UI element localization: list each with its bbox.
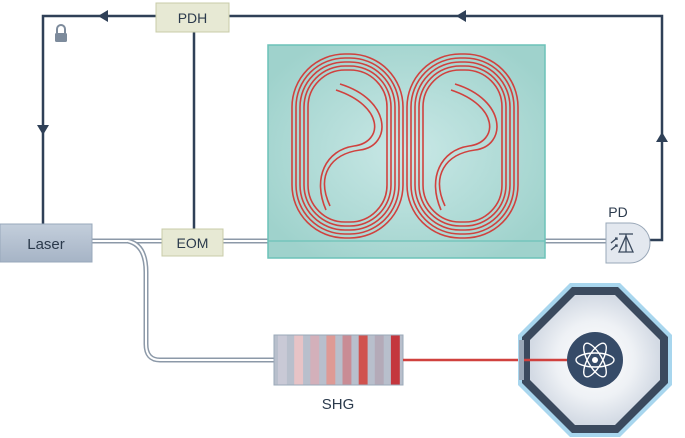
shg-stripe <box>342 335 352 385</box>
fiber-to-shg <box>127 238 274 363</box>
flow-arrows <box>37 10 668 142</box>
shg-stripe <box>278 335 287 385</box>
shg-stripe <box>294 335 304 385</box>
photonic-chip <box>267 44 546 259</box>
shg-module: SHG <box>273 334 404 413</box>
shg-crystal-stripes <box>274 335 403 385</box>
pd-to-pdh-line <box>229 14 664 242</box>
arrow-left-top <box>456 10 466 22</box>
shg-label: SHG <box>322 396 355 413</box>
eom-module: EOM <box>161 228 224 257</box>
padlock-icon <box>55 24 67 42</box>
laser-label: Laser <box>27 236 65 253</box>
shg-stripe <box>358 335 368 385</box>
eom-label: EOM <box>177 235 209 251</box>
vacuum-chamber <box>518 283 672 437</box>
laser-module: Laser <box>0 223 93 263</box>
arrow-left-pdh <box>98 10 108 22</box>
pdh-label: PDH <box>178 10 208 26</box>
shg-stripe <box>390 335 400 385</box>
feedback-loop <box>41 14 664 242</box>
atom-icon <box>567 332 623 388</box>
shg-stripe <box>310 335 320 385</box>
photodiode-symbol-icon <box>610 233 634 253</box>
arrow-up-right <box>656 132 668 142</box>
photodiode: PD <box>605 204 651 264</box>
pdh-to-laser-line <box>41 14 156 225</box>
pd-label: PD <box>608 204 627 220</box>
spiral-resonator-right <box>406 53 519 239</box>
pdh-module: PDH <box>155 2 230 33</box>
spiral-resonator-left <box>291 53 404 239</box>
shg-stripe <box>374 335 384 385</box>
arrow-down-left <box>37 125 49 135</box>
shg-stripe <box>326 335 336 385</box>
